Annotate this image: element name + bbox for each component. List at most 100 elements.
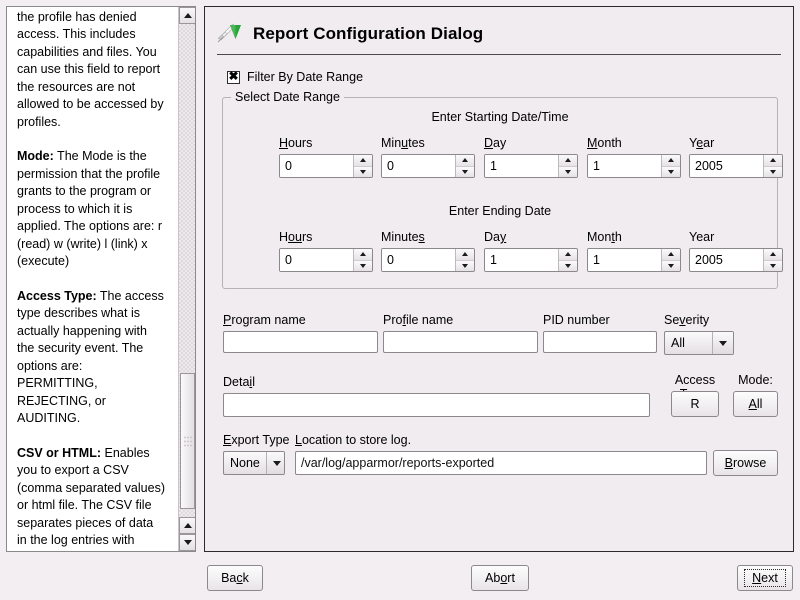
scroll-up-button-secondary[interactable] — [179, 517, 195, 534]
end-hours-label: Hours — [279, 230, 313, 244]
stepper-up-button[interactable] — [764, 155, 782, 167]
triangle-down-icon — [565, 169, 571, 174]
browse-button[interactable]: Browse — [713, 450, 778, 476]
stepper-down-button[interactable] — [354, 166, 372, 177]
stepper-up-button[interactable] — [559, 249, 577, 261]
stepper-down-button[interactable] — [456, 260, 474, 271]
stepper-down-button[interactable] — [559, 166, 577, 177]
end-month-spinner[interactable]: 1 — [587, 248, 681, 272]
chevron-down-icon[interactable] — [712, 332, 733, 354]
triangle-up-icon — [183, 523, 192, 528]
end-day-field: Day 1 — [484, 230, 578, 272]
stepper-up-button[interactable] — [354, 249, 372, 261]
end-day-spinner[interactable]: 1 — [484, 248, 578, 272]
grip-icon — [183, 435, 192, 447]
triangle-down-icon — [360, 169, 366, 174]
scroll-up-button[interactable] — [179, 7, 195, 24]
end-month-value[interactable]: 1 — [588, 249, 661, 271]
start-day-label: Day — [484, 136, 507, 150]
stepper-down-button[interactable] — [662, 166, 680, 177]
start-day-spinner[interactable]: 1 — [484, 154, 578, 178]
triangle-up-icon — [360, 158, 366, 163]
abort-button[interactable]: Abort — [471, 565, 529, 591]
start-day-field: Day 1 — [484, 136, 578, 178]
export-type-dropdown[interactable]: None — [223, 451, 285, 475]
pid-number-input[interactable] — [543, 331, 657, 353]
end-hours-value[interactable]: 0 — [280, 249, 353, 271]
select-date-range-groupbox: Select Date Range Enter Starting Date/Ti… — [222, 90, 783, 289]
start-month-spinner[interactable]: 1 — [587, 154, 681, 178]
dialog-header: Report Configuration Dialog — [217, 15, 781, 53]
start-hours-value[interactable]: 0 — [280, 155, 353, 177]
stepper-up-button[interactable] — [559, 155, 577, 167]
filter-by-date-range-label: Filter By Date Range — [247, 70, 364, 84]
location-input[interactable]: /var/log/apparmor/reports-exported — [295, 451, 707, 475]
end-minutes-label: Minutes — [381, 230, 425, 244]
back-button[interactable]: Back — [207, 565, 263, 591]
start-hours-label: Hours — [279, 136, 313, 150]
end-minutes-value[interactable]: 0 — [382, 249, 455, 271]
scroll-down-button[interactable] — [179, 534, 195, 551]
stepper-up-button[interactable] — [456, 155, 474, 167]
stepper-down-button[interactable] — [559, 260, 577, 271]
mode-button[interactable]: All — [733, 391, 778, 417]
profile-name-input[interactable] — [383, 331, 538, 353]
triangle-down-icon — [360, 263, 366, 268]
end-minutes-field: Minutes 0 — [381, 230, 475, 272]
end-day-stepper[interactable] — [558, 249, 577, 271]
stepper-up-button[interactable] — [354, 155, 372, 167]
start-month-value[interactable]: 1 — [588, 155, 661, 177]
triangle-down-icon — [668, 263, 674, 268]
start-minutes-label: Minutes — [381, 136, 425, 150]
start-minutes-value[interactable]: 0 — [382, 155, 455, 177]
mode-value: All — [748, 397, 763, 411]
severity-dropdown[interactable]: All — [664, 331, 734, 355]
end-day-value[interactable]: 1 — [485, 249, 558, 271]
end-year-stepper[interactable] — [763, 249, 782, 271]
detail-label: Detail — [223, 375, 255, 389]
end-month-stepper[interactable] — [661, 249, 680, 271]
end-hours-stepper[interactable] — [353, 249, 372, 271]
stepper-up-button[interactable] — [764, 249, 782, 261]
start-minutes-stepper[interactable] — [455, 155, 474, 177]
chevron-down-icon[interactable] — [265, 452, 284, 474]
start-hours-spinner[interactable]: 0 — [279, 154, 373, 178]
filter-by-date-range-checkbox[interactable]: ✖ — [227, 69, 240, 84]
start-month-stepper[interactable] — [661, 155, 680, 177]
start-hours-stepper[interactable] — [353, 155, 372, 177]
end-month-label: Month — [587, 230, 622, 244]
start-day-value[interactable]: 1 — [485, 155, 558, 177]
end-month-field: Month 1 — [587, 230, 681, 272]
stepper-down-button[interactable] — [456, 166, 474, 177]
end-minutes-spinner[interactable]: 0 — [381, 248, 475, 272]
next-button[interactable]: Next — [737, 565, 793, 591]
start-minutes-spinner[interactable]: 0 — [381, 154, 475, 178]
end-year-value[interactable]: 2005 — [690, 249, 763, 271]
end-year-spinner[interactable]: 2005 — [689, 248, 783, 272]
start-year-value[interactable]: 2005 — [690, 155, 763, 177]
abort-label: Abort — [485, 571, 515, 585]
program-name-input[interactable] — [223, 331, 378, 353]
stepper-down-button[interactable] — [354, 260, 372, 271]
export-type-label: Export Type — [223, 433, 290, 447]
end-hours-spinner[interactable]: 0 — [279, 248, 373, 272]
stepper-up-button[interactable] — [456, 249, 474, 261]
start-year-stepper[interactable] — [763, 155, 782, 177]
stepper-up-button[interactable] — [662, 155, 680, 167]
start-year-spinner[interactable]: 2005 — [689, 154, 783, 178]
stepper-down-button[interactable] — [764, 166, 782, 177]
filter-by-date-range-row[interactable]: ✖ Filter By Date Range — [227, 69, 364, 84]
start-day-stepper[interactable] — [558, 155, 577, 177]
detail-input[interactable] — [223, 393, 650, 417]
access-type-button[interactable]: R — [671, 391, 719, 417]
export-type-value: None — [230, 456, 260, 470]
triangle-down-icon — [770, 169, 776, 174]
stepper-down-button[interactable] — [662, 260, 680, 271]
help-scrollbar[interactable] — [178, 7, 195, 551]
scrollbar-thumb[interactable] — [180, 373, 195, 509]
stepper-up-button[interactable] — [662, 249, 680, 261]
help-text-content: Detail: A source to which the profile ha… — [7, 7, 173, 552]
stepper-down-button[interactable] — [764, 260, 782, 271]
end-minutes-stepper[interactable] — [455, 249, 474, 271]
